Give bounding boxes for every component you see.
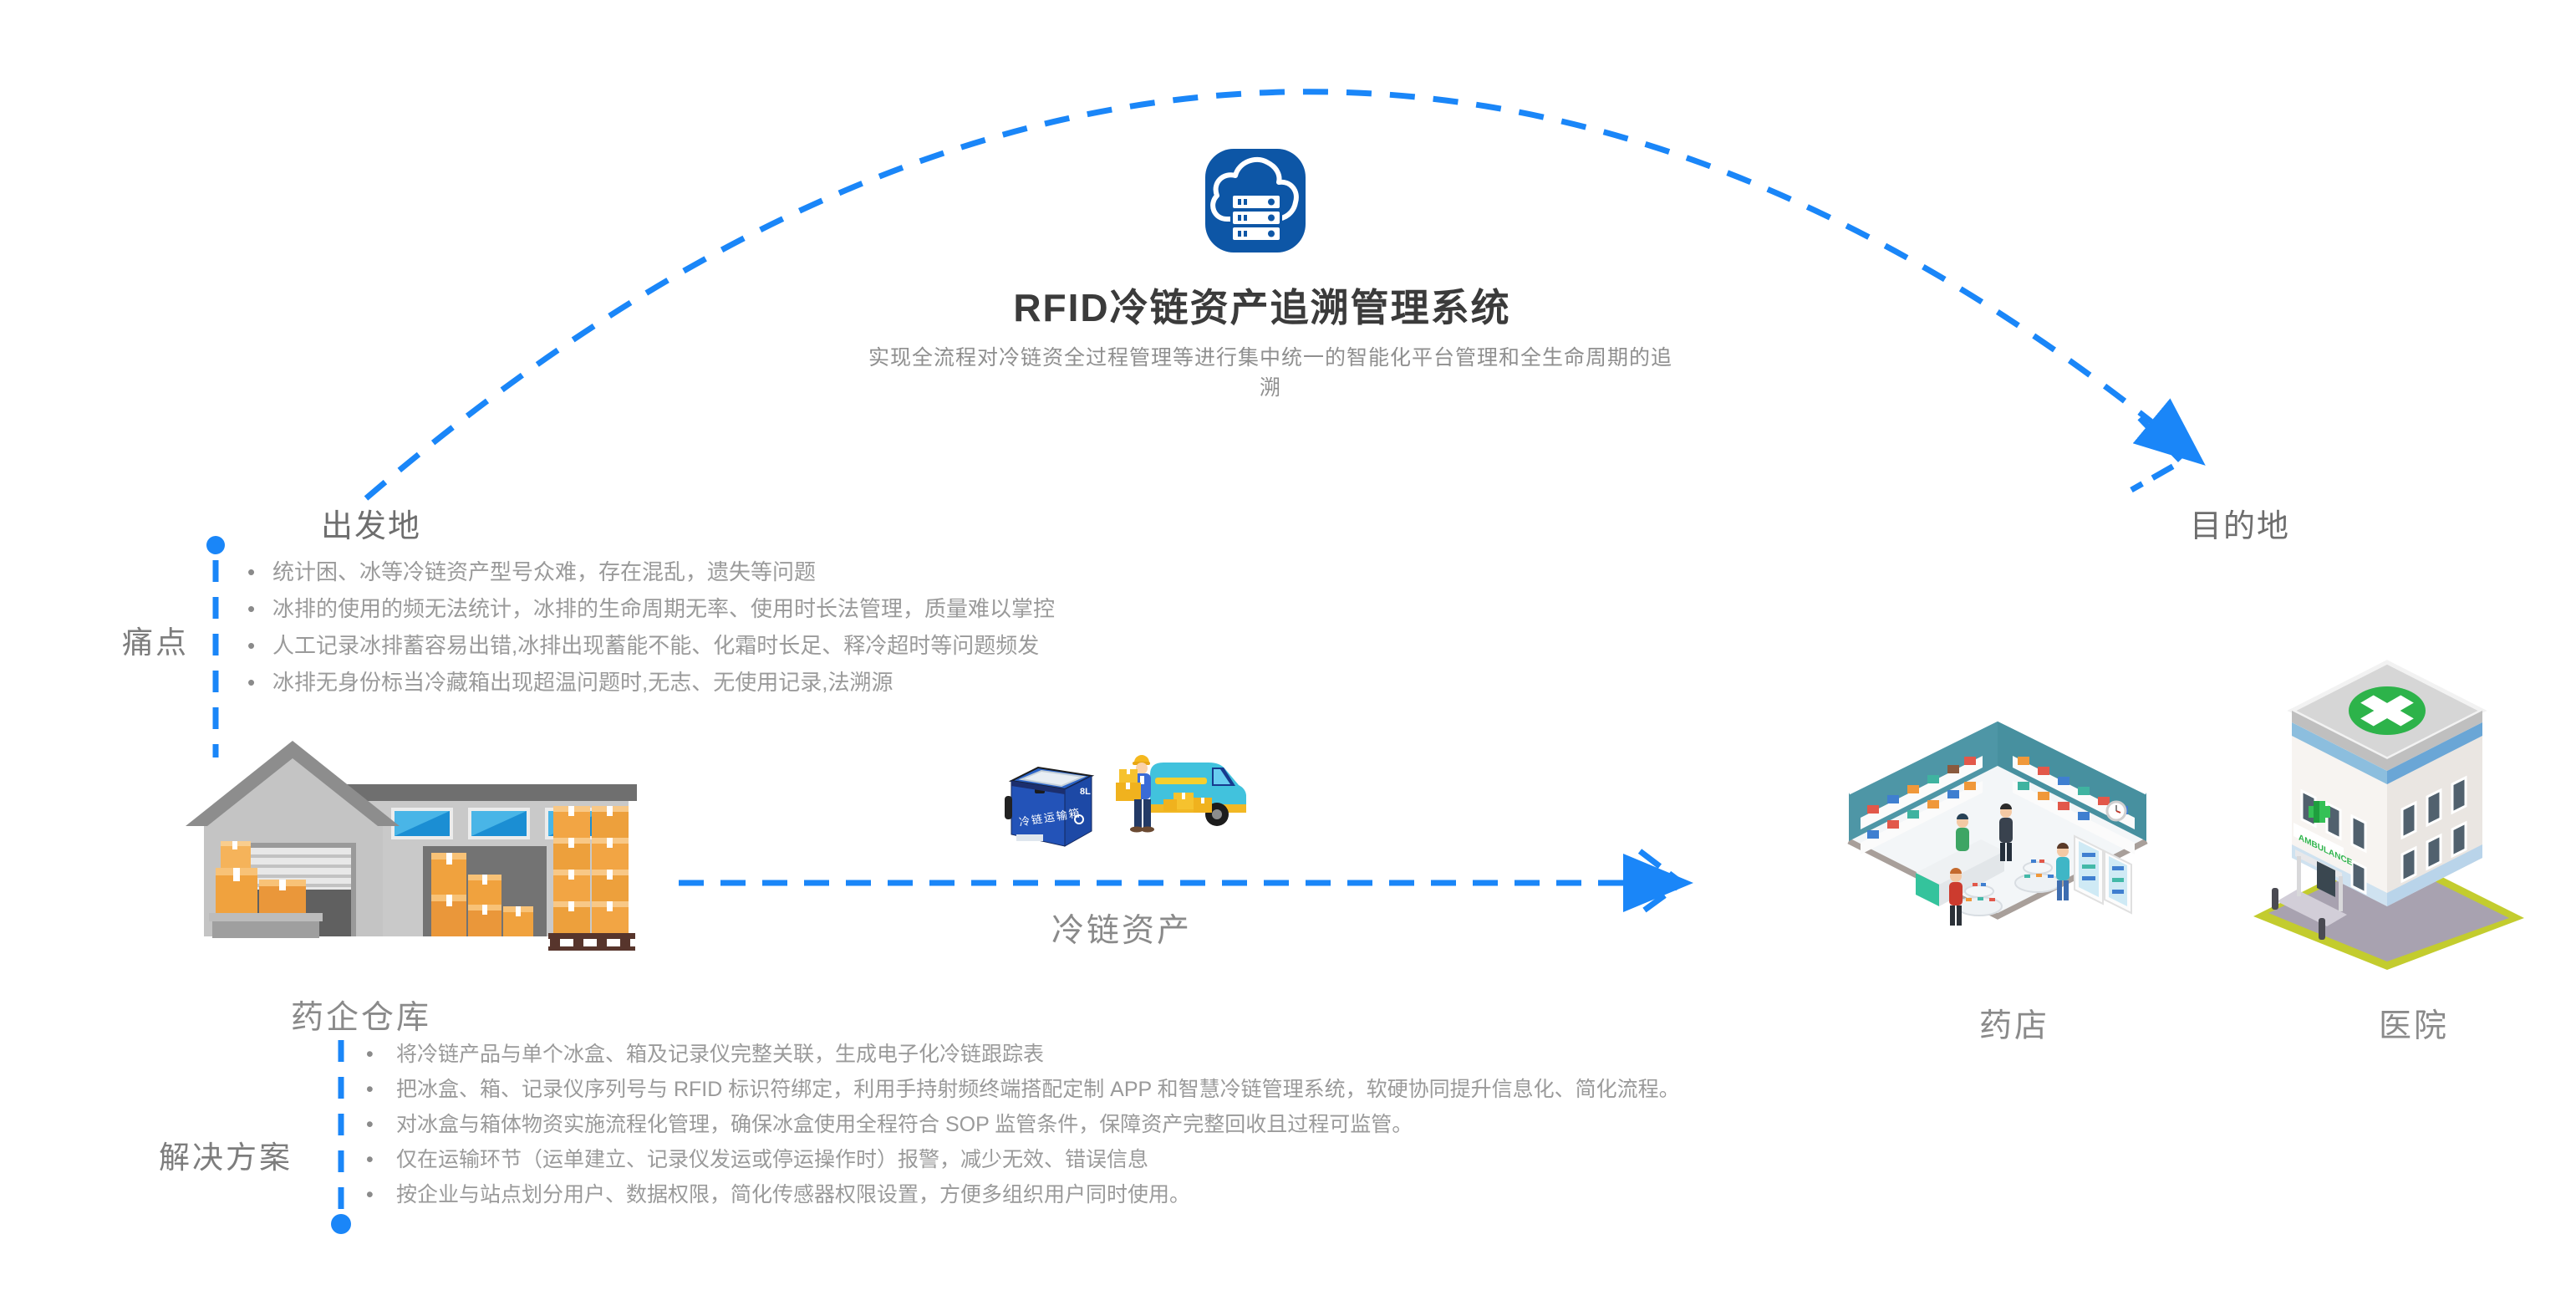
solution-timeline-dot (331, 1214, 351, 1234)
destination-label: 目的地 (2190, 509, 2291, 544)
origin-label: 出发地 (321, 509, 422, 544)
pain-timeline-dot (206, 536, 225, 554)
page-title: RFID冷链资产追溯管理系统 (1013, 286, 1511, 329)
pain-list: 统计困、冰等冷链资产型号众难，存在混乱，遗失等问题 冰排的使用的频无法统计，冰排… (247, 553, 1055, 701)
cooler-box-illustration: 冷链运输箱 8L (1005, 766, 1095, 847)
pharmacy-label: 药店 (1979, 1008, 2050, 1044)
solution-item: 把冰盒、箱、记录仪序列号与 RFID 标识符绑定，利用手持射频终端搭配定制 AP… (363, 1072, 1680, 1107)
cloud-server-icon (1205, 149, 1306, 252)
assets-arrow-chevron-icon (1636, 849, 1687, 917)
pain-item: 冰排的使用的频无法统计，冰排的生命周期无率、使用时长法管理，质量难以掌控 (247, 590, 1055, 627)
pain-section-label: 痛点 (122, 625, 189, 660)
red-shirt-customer-figure (1949, 868, 1963, 926)
customer-figure (1999, 803, 2013, 861)
warehouse-illustration (186, 741, 637, 951)
pain-item: 人工记录冰排蓄容易出错,冰排出现蓄能不能、化霜时长足、释冷超时等问题频发 (247, 627, 1055, 664)
hospital-label: 医院 (2379, 1008, 2450, 1044)
solution-item: 对冰盒与箱体物资实施流程化管理，确保冰盒使用全程符合 SOP 监管条件，保障资产… (363, 1107, 1680, 1142)
pain-item: 统计困、冰等冷链资产型号众难，存在混乱，遗失等问题 (247, 553, 1055, 590)
cooler-box-capacity: 8L (1080, 787, 1091, 797)
solution-list: 将冷链产品与单个冰盒、箱及记录仪完整关联，生成电子化冷链跟踪表 把冰盒、箱、记录… (363, 1037, 1680, 1212)
warehouse-label: 药企仓库 (291, 1000, 432, 1036)
route-arc (364, 89, 2206, 501)
pharmacy-illustration (1847, 717, 2148, 926)
assets-label: 冷链资产 (1051, 913, 1193, 949)
solution-item: 仅在运输环节（运单建立、记录仪发运或停运操作时）报警，减少无效、错误信息 (363, 1142, 1680, 1177)
page-subtitle: 实现全流程对冷链资全过程管理等进行集中统一的智能化平台管理和全生命周期的追溯 (868, 346, 1672, 400)
pain-item: 冰排无身份标当冷藏箱出现超温问题时,无志、无使用记录,法溯源 (247, 664, 1055, 701)
route-arc-chevron-icon (2130, 416, 2187, 493)
solution-item: 将冷链产品与单个冰盒、箱及记录仪完整关联，生成电子化冷链跟踪表 (363, 1037, 1680, 1072)
solution-section-label: 解决方案 (159, 1140, 293, 1175)
delivery-van-illustration (1116, 755, 1246, 833)
solution-item: 按企业与站点划分用户、数据权限，简化传感器权限设置，方便多组织用户同时使用。 (363, 1177, 1680, 1212)
teal-shirt-customer-figure (2056, 843, 2069, 900)
pharmacist-figure (1956, 814, 1969, 851)
hospital-illustration: AMBULANCE (2253, 660, 2524, 970)
